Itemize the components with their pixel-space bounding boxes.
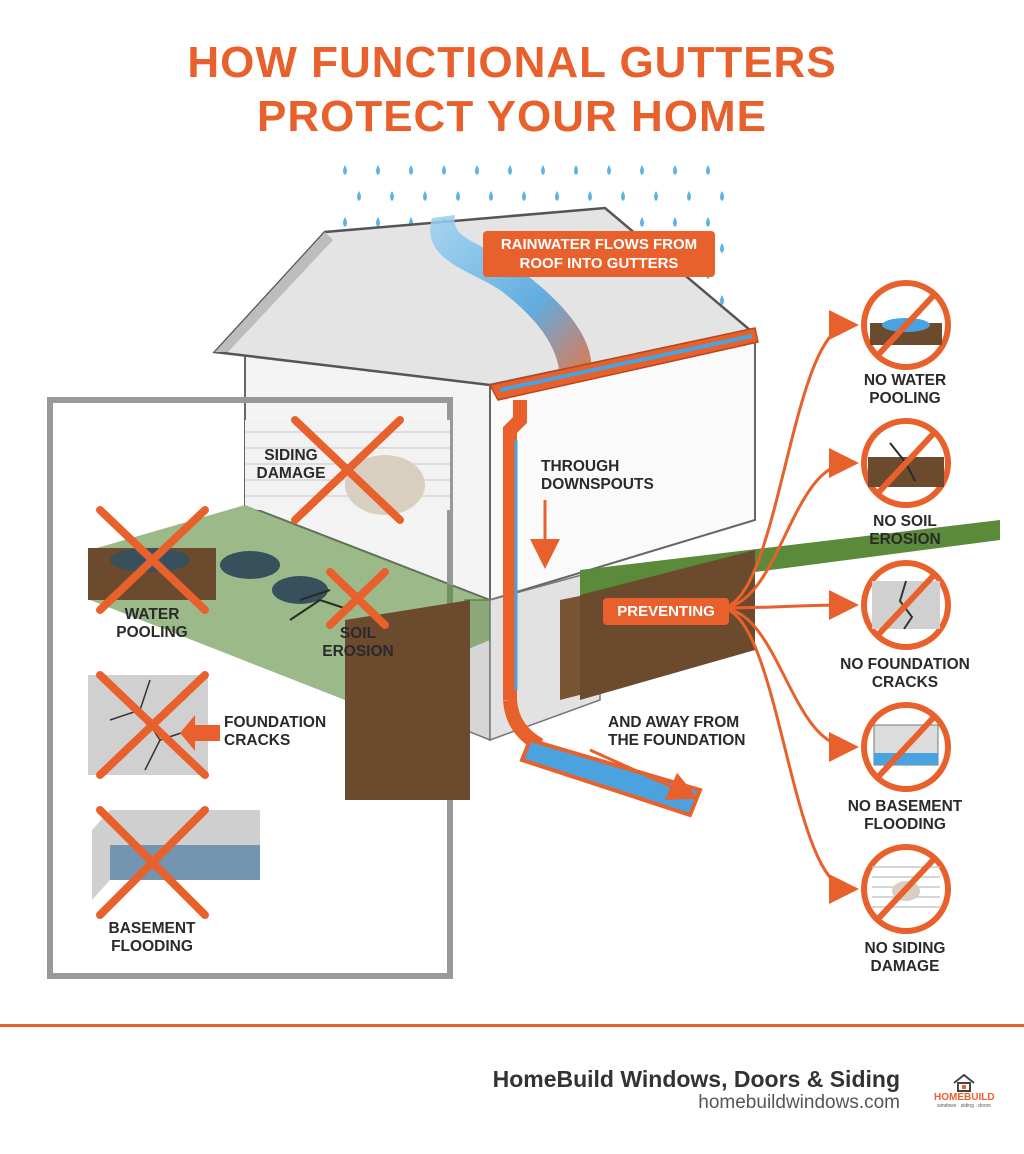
rain-drop [607, 165, 611, 175]
homebuild-logo: HOMEBUILD windows · siding · doors [934, 1074, 995, 1114]
branch-arrow [719, 606, 859, 762]
soil-erosion-icon [861, 418, 951, 508]
downspout [503, 400, 703, 818]
rain-drop [687, 191, 691, 201]
rain-drop [423, 191, 427, 201]
rain-drop [588, 191, 592, 201]
branch-arrow [719, 606, 859, 904]
away-label: AND AWAY FROM THE FOUNDATION [608, 714, 746, 749]
company-name: HomeBuild Windows, Doors & Siding [492, 1066, 900, 1092]
siding-damage-icon [861, 844, 951, 934]
footer-divider [0, 1024, 1024, 1027]
rain-drop [720, 243, 724, 253]
rain-drop [522, 191, 526, 201]
foundation-cracks-icon [861, 560, 951, 650]
rain-drop [489, 191, 493, 201]
logo-tagline: windows · siding · doors [937, 1103, 991, 1109]
branch-arrow [719, 448, 859, 610]
rain-drop [343, 165, 347, 175]
rain-drop [706, 165, 710, 175]
rain-drop [376, 217, 380, 227]
branch-arrow [719, 310, 859, 610]
rain-drop [706, 217, 710, 227]
foundation-cracks-label: FOUNDATION CRACKS [224, 714, 327, 749]
rain-drop [357, 191, 361, 201]
rain-drop [654, 191, 658, 201]
rain-drop [456, 191, 460, 201]
rain-drop [442, 165, 446, 175]
website-link[interactable]: homebuildwindows.com [698, 1092, 900, 1113]
rain-drop [475, 165, 479, 175]
rain-drop [376, 165, 380, 175]
rain-drop [720, 191, 724, 201]
rain-drop [673, 217, 677, 227]
rain-drop [720, 295, 724, 305]
preventing-callout: PREVENTING [603, 598, 729, 625]
gutter [488, 327, 759, 401]
rain-drop [640, 165, 644, 175]
title-line-2: PROTECT YOUR HOME [256, 92, 767, 141]
rain-drop [640, 217, 644, 227]
water-pooling-icon [861, 280, 951, 370]
rain-drop [390, 191, 394, 201]
soil-erosion-cross [326, 568, 389, 629]
illustration [47, 165, 1000, 979]
rain-drop [574, 165, 578, 175]
away-arrow [589, 748, 699, 801]
prevent-arrows [719, 310, 859, 904]
basement-flooding-label: BASEMENT FLOODING [108, 920, 196, 955]
siding-damage-label: SIDING DAMAGE [256, 447, 326, 482]
rain-drop [508, 165, 512, 175]
roof-water-flow [430, 215, 592, 380]
water-pooling-label: WATER POOLING [116, 606, 188, 641]
soil-erosion-label: SOIL EROSION [322, 625, 394, 660]
foundation-cracks-scene [88, 671, 220, 779]
rain-drop [343, 217, 347, 227]
water-pooling-scene [88, 506, 216, 614]
logo-brand: HOMEBUILD [934, 1092, 995, 1103]
branch-arrow [719, 590, 859, 621]
problems-panel [47, 397, 490, 979]
rainwater-callout: RAINWATER FLOWS FROM ROOF INTO GUTTERS [483, 231, 715, 277]
basement-flooding-icon [861, 702, 951, 792]
rain-drop [673, 165, 677, 175]
title-line-1: HOW FUNCTIONAL GUTTERS [187, 38, 837, 87]
siding-damage-scene [245, 416, 450, 524]
rain-drop [541, 165, 545, 175]
downspouts-label: THROUGH DOWNSPOUTS [541, 458, 654, 493]
rain-drop [409, 165, 413, 175]
rain-drop [555, 191, 559, 201]
basement-flooding-scene [92, 806, 260, 919]
rain-drop [621, 191, 625, 201]
house-logo-icon [953, 1074, 975, 1092]
